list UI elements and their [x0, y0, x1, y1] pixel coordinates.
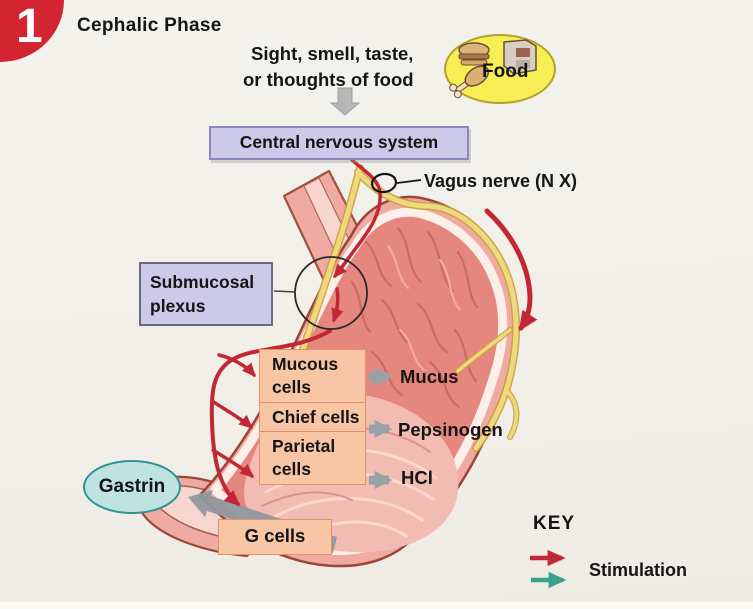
stimulus-line-1: Sight, smell, taste,	[251, 43, 414, 64]
gastrin-oval: Gastrin	[83, 460, 181, 514]
submucosal-line-1: Submucosal	[150, 272, 255, 292]
central-nervous-system-box: Central nervous system	[209, 126, 469, 160]
stimulation-arrows	[209, 158, 538, 507]
bottom-edge-strip	[0, 602, 753, 609]
vagus-pointer-line	[396, 179, 422, 184]
stomach-rugae	[350, 226, 479, 409]
food-badge: Food	[444, 34, 556, 104]
pepsinogen-label: Pepsinogen	[398, 419, 503, 440]
stimulus-line-2: or thoughts of food	[243, 69, 414, 90]
hamburger-icon	[458, 42, 490, 66]
vagus-nerve-ring	[370, 172, 398, 194]
milk-carton-icon	[503, 39, 537, 75]
mucus-label: Mucus	[400, 366, 459, 387]
submucosal-pointer-line	[273, 290, 297, 293]
food-icons	[449, 39, 537, 99]
drumstick-icon	[449, 65, 490, 99]
hcl-label: HCl	[401, 467, 433, 488]
key-stimulation-label: Stimulation	[589, 560, 687, 580]
mucous-cells-box: Mucous cells	[259, 349, 366, 404]
figure-title: Cephalic Phase	[77, 15, 222, 36]
annotation-circle	[294, 256, 368, 330]
g-cells-box: G cells	[218, 519, 332, 555]
food-label: Food	[482, 61, 529, 82]
secretory-cells-column: Mucous cells Chief cells Parietal cells	[259, 349, 366, 485]
key-title: KEY	[533, 513, 576, 534]
stimulus-to-cns-arrow	[329, 87, 361, 116]
vagus-nerve-branches	[288, 164, 520, 452]
step-number: 1	[16, 0, 43, 53]
submucosal-plexus-box: Submucosal plexus	[139, 262, 273, 326]
parietal-cells-box: Parietal cells	[259, 430, 366, 485]
vagus-nerve-label: Vagus nerve (N X)	[424, 171, 578, 191]
submucosal-line-2: plexus	[150, 296, 206, 316]
chief-cells-box: Chief cells	[259, 401, 366, 433]
